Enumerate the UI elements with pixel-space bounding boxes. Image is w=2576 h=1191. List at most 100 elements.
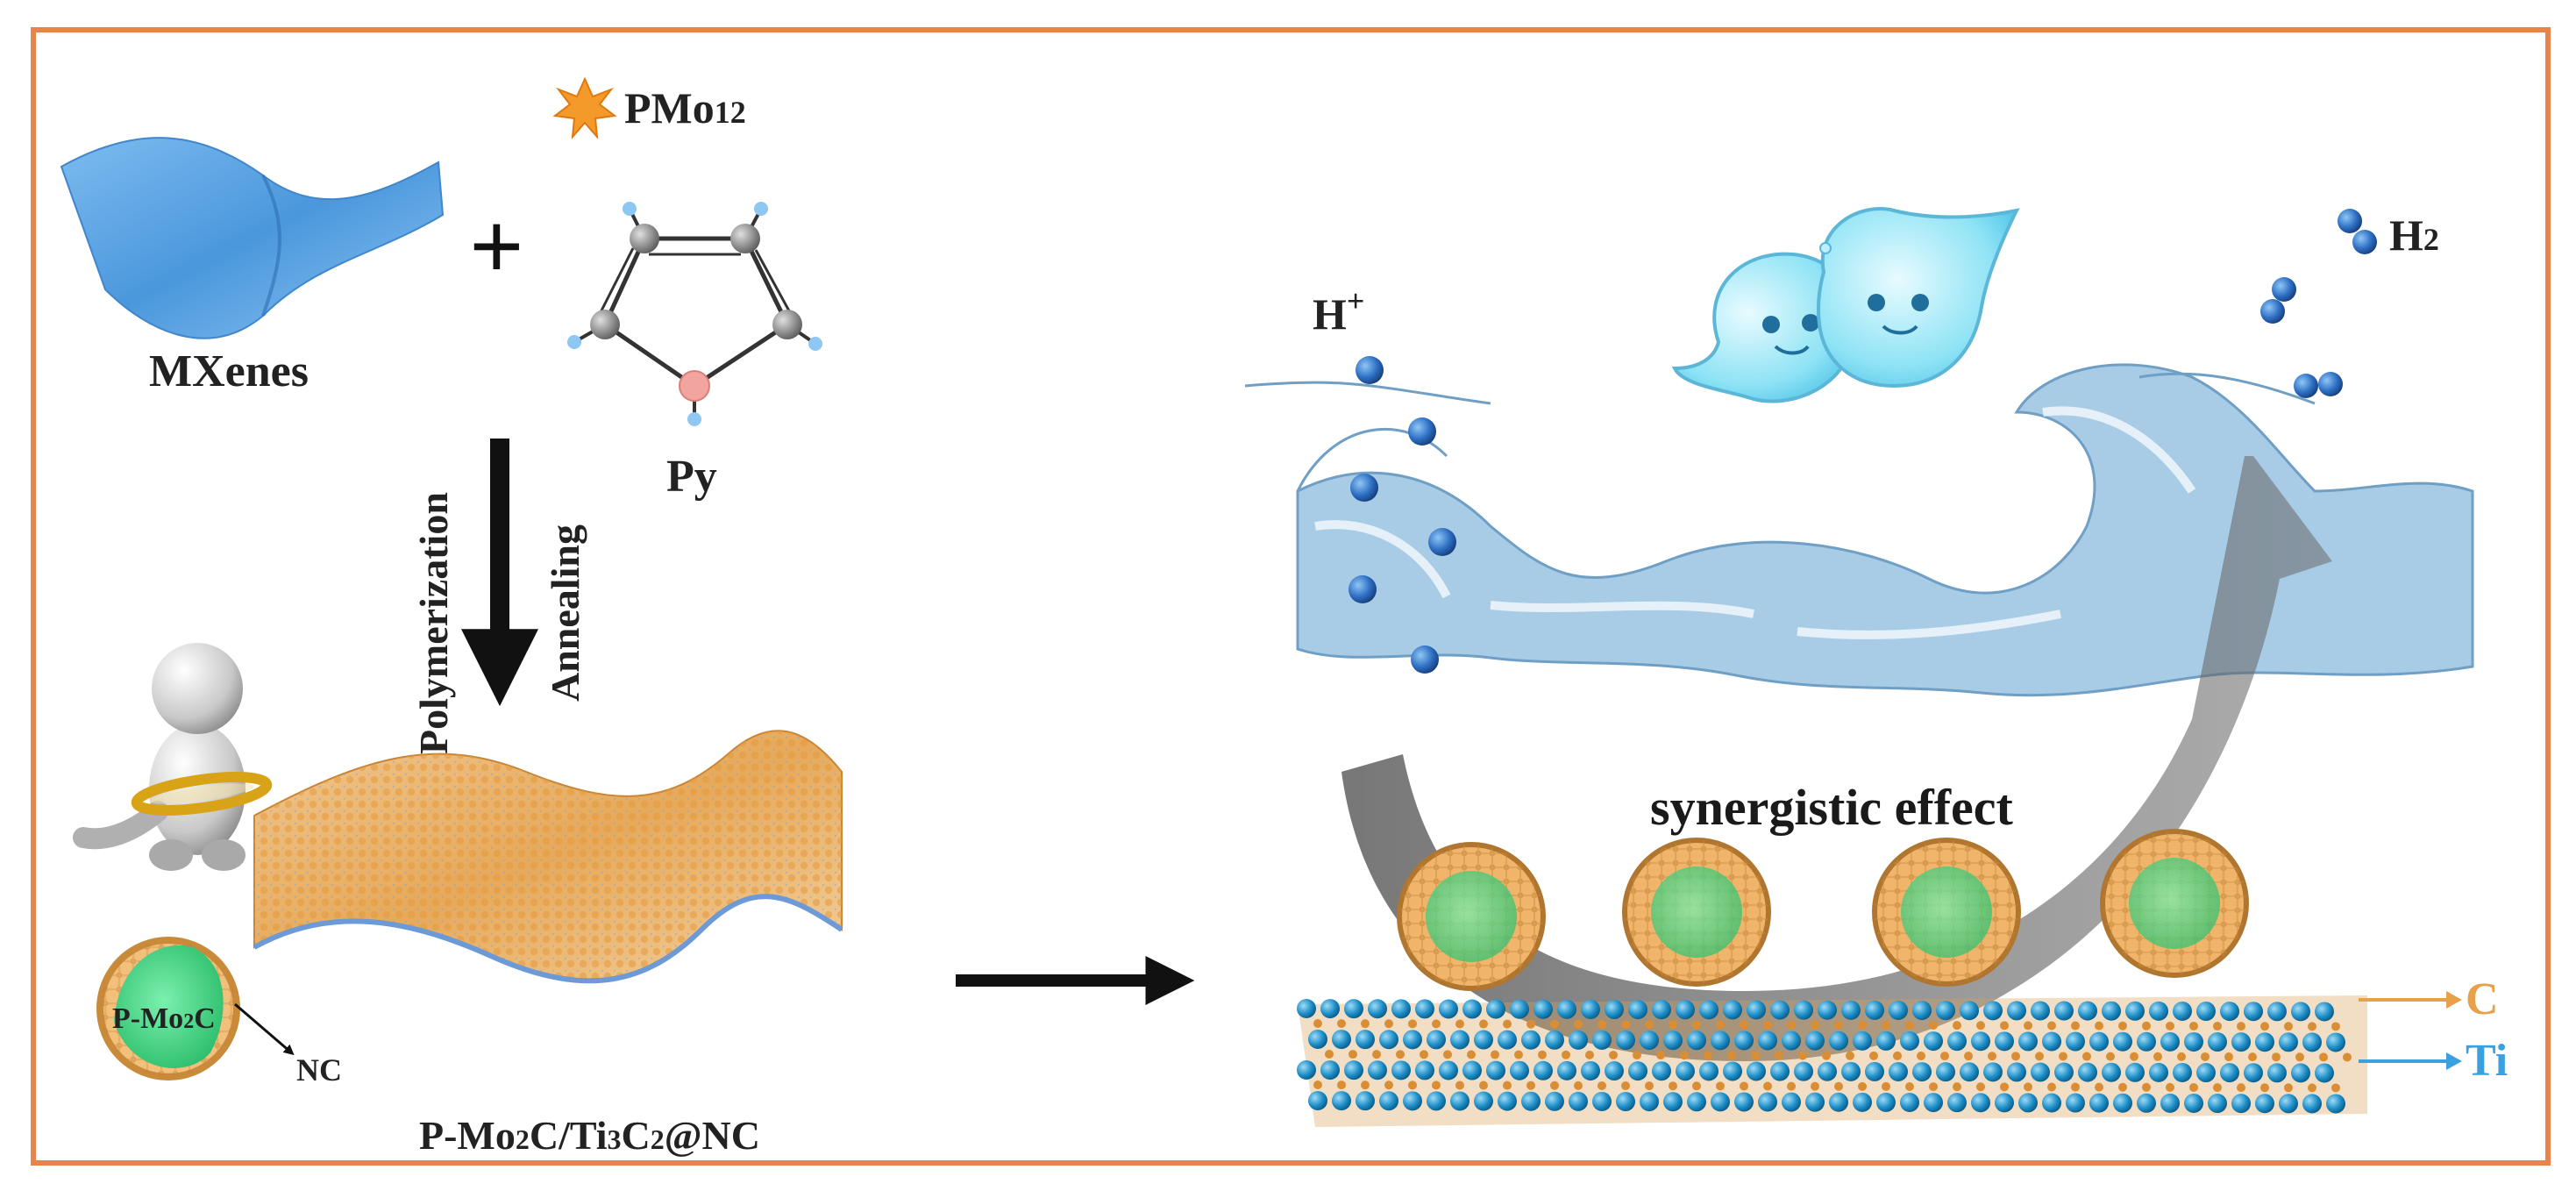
c-atom xyxy=(1680,1051,1689,1060)
ti-atom xyxy=(1439,999,1458,1019)
py-label: Py xyxy=(666,452,717,502)
ti-atom xyxy=(1770,1061,1790,1081)
c-atom xyxy=(2024,1021,2032,1031)
ti-atom xyxy=(2125,1062,2145,1082)
ti3c2-substrate xyxy=(1297,995,2367,1127)
ti-atom xyxy=(1356,1091,1375,1111)
c-atom xyxy=(2189,1021,2198,1031)
ti-atom xyxy=(1853,1031,1872,1051)
ti-atom xyxy=(2208,1094,2227,1114)
c-atom xyxy=(1479,1080,1488,1090)
c-atom xyxy=(1740,1081,1748,1091)
ti-atom xyxy=(2042,1031,2061,1052)
ti-atom xyxy=(2066,1093,2085,1113)
ti-atom xyxy=(1960,1001,1979,1021)
ti-atom xyxy=(2078,1062,2097,1082)
c-atom xyxy=(1905,1021,1914,1030)
c-atom xyxy=(2331,1022,2340,1031)
ti-atom xyxy=(1676,1000,1695,1020)
ti-atom xyxy=(1474,1030,1493,1050)
c-atom xyxy=(1869,1051,1878,1060)
mxene-sheet-fold xyxy=(261,175,281,317)
core-shell-spheres xyxy=(1397,829,2249,991)
ti-atom xyxy=(2078,1001,2097,1021)
ti-atom xyxy=(2220,1002,2239,1022)
c-atom xyxy=(1905,1082,1914,1091)
c-atom xyxy=(2331,1083,2340,1093)
product-label: P-Mo2C/Ti3C2@NC xyxy=(419,1113,760,1158)
c-atom xyxy=(2142,1021,2151,1031)
ti-atom xyxy=(1605,1061,1624,1081)
c-atom xyxy=(2189,1082,2198,1092)
ti-atom xyxy=(1640,1031,1659,1051)
nc-label: NC xyxy=(296,1052,342,1088)
c-atom xyxy=(1432,1019,1441,1029)
ti-atom xyxy=(1723,1000,1742,1020)
c-atom xyxy=(1656,1051,1665,1060)
c-atom xyxy=(1455,1080,1464,1090)
ti-atom xyxy=(1947,1031,1967,1052)
c-atom xyxy=(1692,1081,1701,1091)
c-atom xyxy=(1858,1081,1867,1091)
ti-atom xyxy=(2113,1031,2132,1052)
ti-atom xyxy=(1936,1001,1955,1021)
c-atom xyxy=(2071,1021,2080,1031)
c-atom xyxy=(1811,1020,1819,1030)
water-droplet-mascot-icon xyxy=(1671,207,2020,403)
c-atom xyxy=(1716,1020,1725,1030)
ti-atom xyxy=(1534,1060,1553,1080)
ti-atom xyxy=(1332,1091,1351,1111)
c-atom xyxy=(2071,1082,2080,1092)
c-atom xyxy=(1621,1081,1630,1091)
c-atom xyxy=(1372,1050,1381,1059)
ti-atom xyxy=(2018,1093,2038,1113)
c-atom xyxy=(1574,1080,1583,1090)
ti-atom xyxy=(2326,1094,2345,1114)
c-atom xyxy=(1834,1081,1843,1091)
c-atom xyxy=(1479,1019,1488,1029)
c-atom xyxy=(2260,1083,2269,1093)
ti-atom xyxy=(1368,1060,1387,1080)
composite-sheet-texture xyxy=(254,731,842,981)
nc-pointer xyxy=(234,1002,295,1056)
ti-atom xyxy=(1498,1091,1517,1111)
ti-atom xyxy=(1652,1000,1671,1020)
ti-atom xyxy=(1841,1061,1861,1081)
ti-atom xyxy=(1829,1031,1848,1051)
ti-atom xyxy=(1652,1061,1671,1081)
c-atom xyxy=(2237,1083,2245,1093)
ti-atom xyxy=(1616,1031,1635,1051)
ti-atom xyxy=(1747,1000,1766,1020)
ti-atom xyxy=(1474,1091,1493,1111)
ti-atom xyxy=(2042,1093,2061,1113)
c-atom xyxy=(2059,1052,2067,1061)
ti-atom xyxy=(1995,1031,2014,1052)
ti-atom xyxy=(2173,1062,2192,1082)
ti-atom xyxy=(1379,1091,1398,1111)
mxene-sheet xyxy=(60,137,445,339)
ti-atom xyxy=(1865,1000,1884,1020)
c-atom xyxy=(2295,1052,2304,1062)
ti-atom xyxy=(1332,1030,1351,1050)
ti-atom xyxy=(1616,1092,1635,1112)
c-atom xyxy=(2213,1022,2222,1031)
c-atom xyxy=(1408,1019,1417,1029)
ti-atom xyxy=(1924,1093,1943,1113)
ti-atom xyxy=(2279,1032,2298,1052)
ti-atom xyxy=(1995,1093,2014,1113)
ti-atom xyxy=(1983,1062,2003,1082)
c-atom xyxy=(1976,1082,1985,1092)
c-atom xyxy=(1562,1050,1570,1059)
c-atom xyxy=(1882,1020,1890,1030)
c-atom xyxy=(1361,1080,1370,1090)
ti-atom xyxy=(1699,1061,1719,1081)
c-label: C xyxy=(2466,974,2499,1024)
c-atom xyxy=(2166,1082,2174,1092)
ti-atom xyxy=(2326,1032,2345,1052)
c-atom xyxy=(1940,1052,1949,1061)
c-atom xyxy=(2035,1052,2044,1061)
ti-atom xyxy=(2018,1031,2038,1052)
ti-atom xyxy=(1971,1031,1990,1052)
ti-atom xyxy=(1936,1062,1955,1082)
